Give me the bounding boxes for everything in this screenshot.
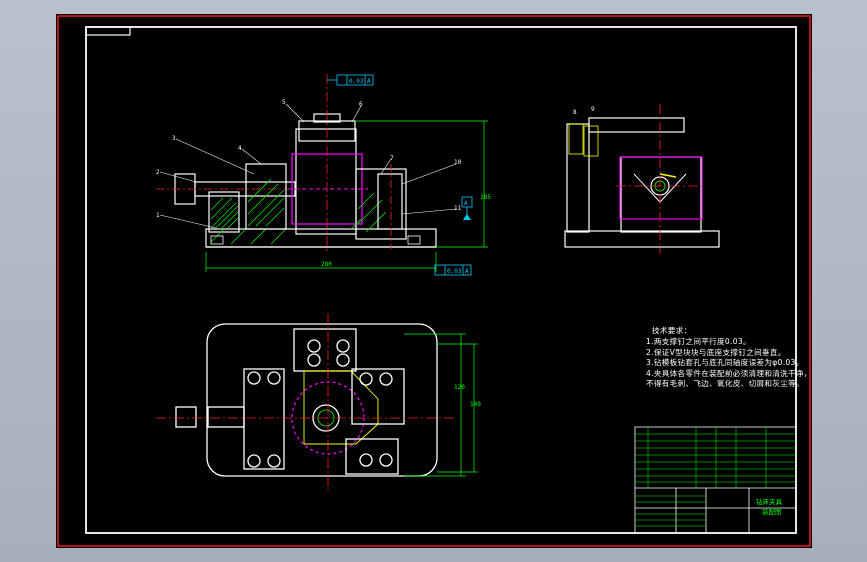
plan-lower-right-block — [345, 438, 399, 475]
balloon-7: 7 — [390, 155, 394, 162]
balloon-10: 10 — [454, 159, 462, 166]
drawing-frame — [85, 26, 797, 534]
requirement-3: 3.钻模板钻套孔与底孔同轴度误差为φ0.03。 — [646, 358, 804, 368]
side-base — [564, 230, 720, 248]
balloon-2: 2 — [156, 169, 160, 176]
front-center-body — [295, 128, 357, 235]
plan-base-outline — [206, 323, 438, 477]
side-bushing — [568, 123, 584, 155]
parts-list — [635, 427, 796, 527]
side-balloon-8: 8 — [573, 109, 577, 116]
requirement-5: 不得有毛刺、飞边、氧化皮、切屑和灰尘等。 — [646, 379, 804, 389]
balloon-6: 6 — [359, 101, 363, 108]
title-scale-label: 装配图 — [762, 507, 782, 516]
front-v-block — [245, 163, 287, 230]
drawing-viewport[interactable]: 280 185 0.03 A 0.03 A — [56, 14, 812, 548]
overall-width-dim: 280 — [321, 261, 332, 268]
plan-right-block — [351, 368, 405, 425]
assembly-drawing: 280 185 0.03 A 0.03 A — [57, 15, 811, 547]
front-left-hatch — [210, 197, 287, 245]
side-workpiece-outline — [619, 156, 703, 220]
balloon-3: 3 — [172, 135, 176, 142]
front-height-dim: 185 — [480, 194, 491, 201]
plan-view — [156, 314, 456, 494]
balloon-11: 11 — [454, 205, 462, 212]
front-left-upright — [208, 191, 240, 233]
front-v-block-hatch — [247, 178, 285, 227]
title-drawing-name: 钻床夹具 — [756, 497, 783, 506]
balloon-4: 4 — [238, 145, 242, 152]
plan-view-dimensions — [404, 333, 478, 477]
requirement-4: 4.夹具体各零件在装配前必须清理和清洗干净， — [646, 368, 812, 378]
balloon-5: 5 — [282, 99, 286, 106]
datum-side-ref: A — [464, 200, 468, 207]
outer-sheet-border — [57, 15, 811, 547]
part-balloons: 1 2 3 4 5 6 7 10 11 — [156, 99, 462, 219]
datum-frame-bottom: 0.03 A — [434, 264, 472, 276]
plan-left-block — [243, 368, 285, 470]
title-block — [634, 426, 797, 534]
frame-corner-tag — [85, 26, 131, 36]
side-balloons: 8 9 — [573, 106, 595, 116]
side-view — [564, 104, 720, 254]
plan-workpiece — [303, 370, 379, 445]
requirement-1: 1.两支撑钉之间平行度0.03。 — [646, 337, 751, 347]
front-view-dimensions — [205, 120, 488, 272]
front-view — [156, 74, 437, 254]
requirement-2: 2.保证V型块块与底座支撑钉之间垂直。 — [646, 347, 786, 357]
front-base — [205, 228, 437, 248]
datum-top-ref: A — [367, 78, 371, 85]
datum-side-marker: A — [461, 196, 473, 220]
front-clamp-column — [377, 173, 403, 230]
datum-top-tolerance: 0.03 — [349, 78, 364, 85]
plan-depth-dim-2: 140 — [470, 401, 481, 408]
technical-requirements: 技术要求： 1.两支撑钉之间平行度0.03。 2.保证V型块块与底座支撑钉之间垂… — [646, 326, 812, 389]
side-drill-plate — [588, 117, 685, 133]
datum-bottom-tolerance: 0.03 — [447, 268, 462, 275]
plan-depth-dim-1: 120 — [454, 384, 465, 391]
datum-frame-top: 0.03 A — [327, 74, 374, 86]
balloon-1: 1 — [156, 212, 160, 219]
side-balloon-9: 9 — [591, 106, 595, 113]
technical-requirements-title: 技术要求： — [652, 326, 692, 335]
side-left-column — [566, 123, 590, 233]
plan-knob — [175, 406, 197, 428]
front-right-support — [355, 168, 407, 240]
datum-bottom-ref: A — [465, 268, 469, 275]
part-balloon-leaders — [159, 103, 457, 229]
plan-screw-handle — [207, 406, 245, 428]
